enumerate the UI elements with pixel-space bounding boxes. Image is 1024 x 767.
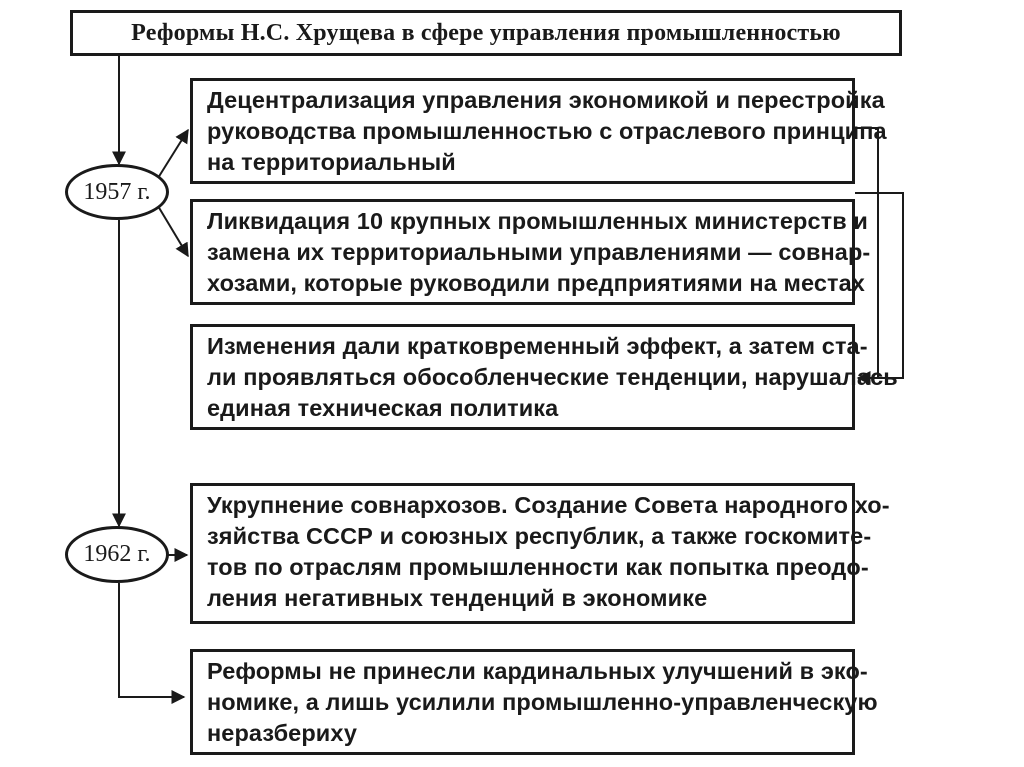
text-line: номике, а лишь усилили промышленно-управ… bbox=[207, 689, 878, 715]
reform-box-enlargement-1962: Укрупнение совнархозов. Создание Совета … bbox=[190, 483, 890, 624]
year-1957-ellipse: 1957 г. bbox=[65, 164, 169, 220]
text-line: Укрупнение совнархозов. Создание Совета … bbox=[207, 492, 890, 518]
reform-box-decentralization: Децентрализация управления экономикой и … bbox=[190, 78, 887, 184]
bracket-box2-to-bracket bbox=[855, 192, 904, 379]
text-line: неразбериху bbox=[207, 720, 357, 746]
text-line: ли проявляться обособленческие тенденции… bbox=[207, 364, 898, 390]
text-line: единая техническая политика bbox=[207, 395, 559, 421]
bracket-box1-to-box3 bbox=[855, 127, 879, 385]
reform-box-results: Реформы не принесли кардинальных улучшен… bbox=[190, 649, 878, 755]
year-1962-ellipse: 1962 г. bbox=[65, 526, 169, 583]
diagram-title: Реформы Н.С. Хрущева в сфере управления … bbox=[70, 10, 902, 56]
text-line: руководства промышленностью с отраслевог… bbox=[207, 118, 887, 144]
text-line: Реформы не принесли кардинальных улучшен… bbox=[207, 658, 868, 684]
text-line: Децентрализация управления экономикой и … bbox=[207, 87, 885, 113]
timeline-1962-to-box5 bbox=[118, 583, 186, 704]
arrow-1957-to-box2 bbox=[157, 205, 189, 258]
text-line: ления негативных тенденций в экономике bbox=[207, 585, 708, 611]
text-line: зяйства СССР и союзных республик, а такж… bbox=[207, 523, 872, 549]
reform-box-short-term-effect: Изменения дали кратковременный эффект, а… bbox=[190, 324, 898, 430]
text-line: на территориальный bbox=[207, 149, 456, 175]
text-line: хозами, которые руководили предприятиями… bbox=[207, 270, 865, 296]
text-line: Изменения дали кратковременный эффект, а… bbox=[207, 333, 868, 359]
text-line: Ликвидация 10 крупных промышленных минис… bbox=[207, 208, 868, 234]
text-line: замена их территориальными управлениями … bbox=[207, 239, 871, 265]
arrow-1957-to-box1 bbox=[157, 128, 189, 179]
reform-box-ministries-liquidation: Ликвидация 10 крупных промышленных минис… bbox=[190, 199, 871, 305]
text-line: тов по отраслям промышленности как попыт… bbox=[207, 554, 869, 580]
